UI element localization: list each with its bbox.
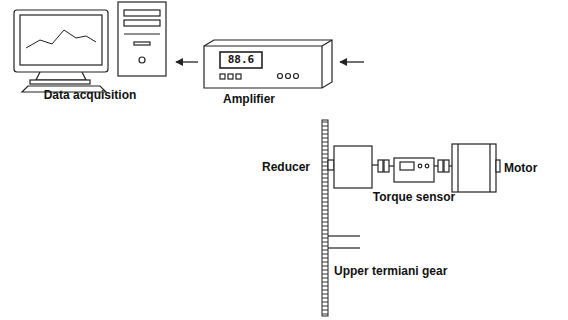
- part-name: Reducer: [262, 160, 310, 174]
- torque-sensor: Torque sensor: [364, 156, 464, 206]
- display-reading: 88.6: [221, 53, 261, 67]
- node-label: Data acquisition: [4, 88, 176, 102]
- part-name: Upper termiani gear: [334, 264, 447, 278]
- amplifier-unit: Amplifier: [198, 36, 340, 108]
- node-label: Amplifier: [198, 92, 340, 106]
- node-label: Torque sensor: [364, 190, 464, 204]
- part-name: Motor: [504, 161, 537, 175]
- computer-unit: Data acquisition: [4, 0, 176, 104]
- signal-arrow: [176, 61, 198, 62]
- signal-arrow: [340, 61, 364, 62]
